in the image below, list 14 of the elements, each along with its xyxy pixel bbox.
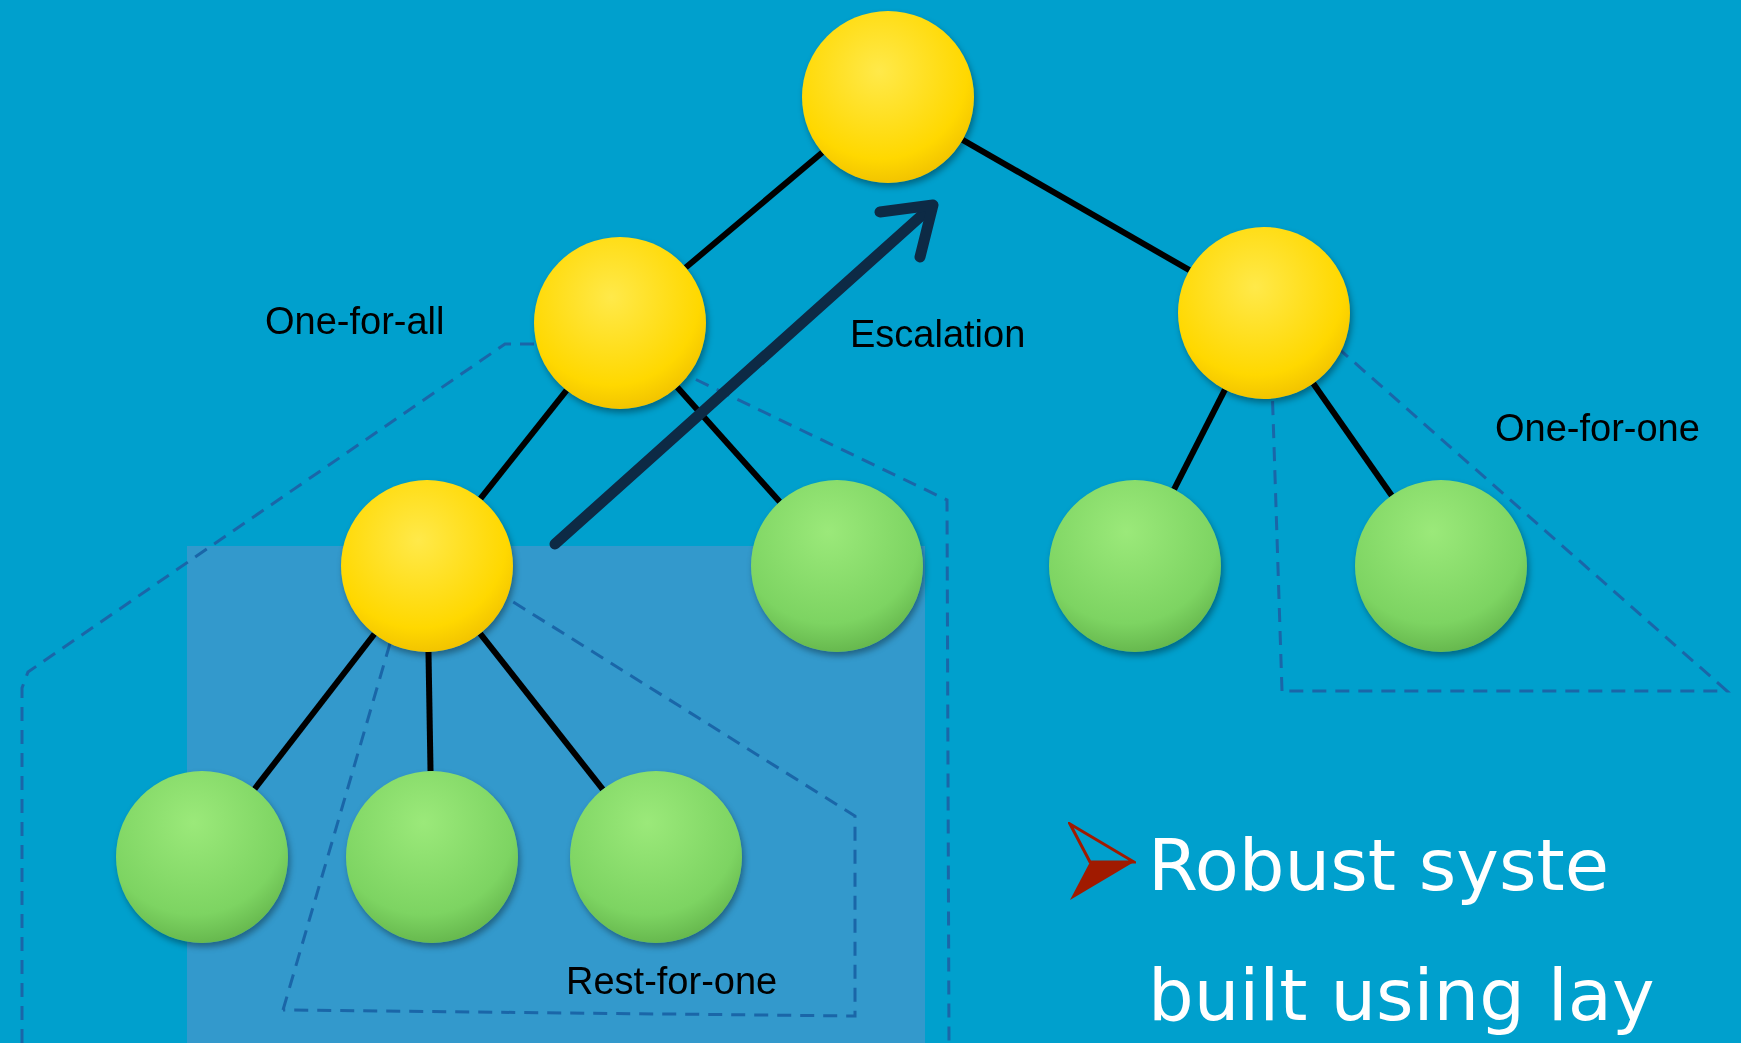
strategy-label: One-for-one [1495,407,1700,450]
arrow-label: Escalation [850,313,1026,356]
connector-line [477,631,606,792]
connector-line [1310,381,1395,498]
connector-line [675,385,782,504]
connector-line [252,632,377,791]
strategy-label: One-for-all [265,300,445,343]
bullet-text: Robust syste built using lay [1148,822,1656,1039]
connector-line [961,137,1191,273]
strategy-label: Rest-for-one [566,960,778,1003]
connector-line [1171,388,1228,491]
connector-line [478,388,569,501]
connector-line [425,651,434,772]
connector-line [683,150,825,270]
